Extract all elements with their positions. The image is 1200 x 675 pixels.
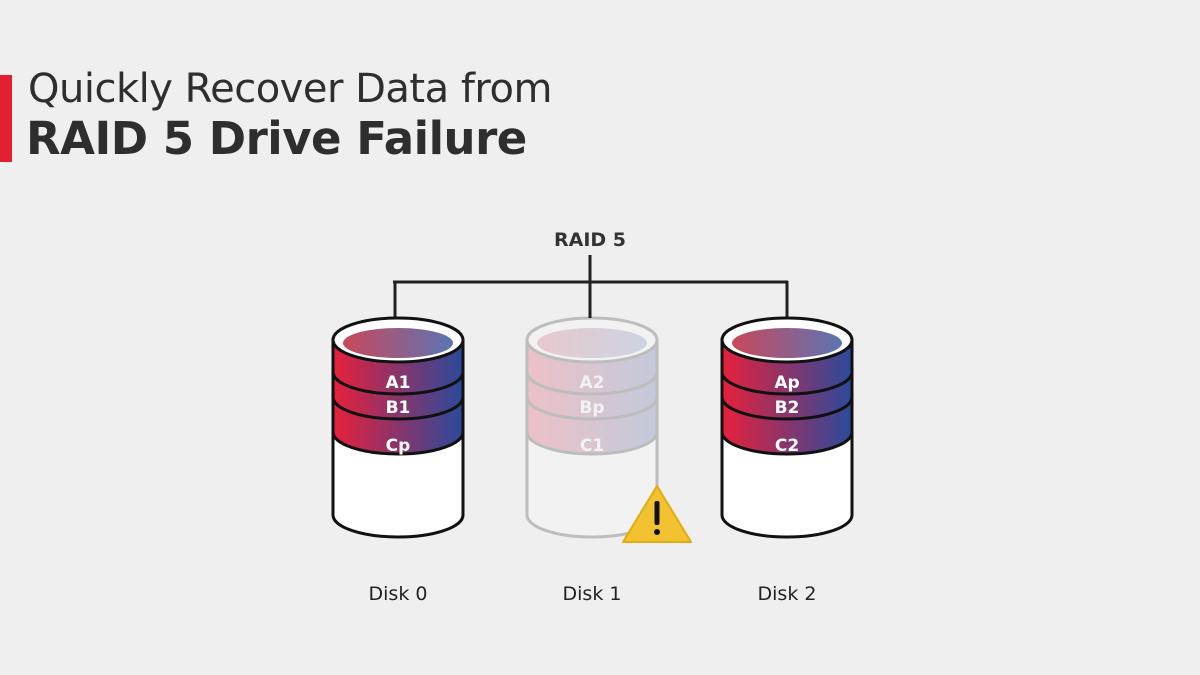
warning-triangle-icon (622, 485, 692, 543)
disk-name-label: Disk 1 (563, 583, 622, 605)
disk-block-label: C2 (775, 436, 799, 456)
disk-block-label: Ap (774, 373, 799, 393)
disk-top-inner (343, 328, 453, 358)
disk-block-label: Cp (386, 436, 411, 456)
connector-lines (393, 255, 789, 318)
disk-name-label: Disk 0 (369, 583, 428, 605)
disk-block-label: A2 (580, 373, 605, 393)
disk-top-inner (537, 328, 647, 358)
title-accent-bar (0, 75, 12, 162)
disk-block-label: Bp (579, 398, 604, 418)
disk-top-inner (732, 328, 842, 358)
disk-block-label: B1 (386, 398, 411, 418)
disk-name-label: Disk 2 (758, 583, 817, 605)
title-line-1: Quickly Recover Data from (28, 66, 552, 112)
disk-block-label: B2 (775, 398, 800, 418)
title-line-2: RAID 5 Drive Failure (26, 112, 527, 165)
disk-block-label: A1 (386, 373, 411, 393)
raid-root-label: RAID 5 (554, 229, 626, 251)
disk-block-label: C1 (580, 436, 604, 456)
